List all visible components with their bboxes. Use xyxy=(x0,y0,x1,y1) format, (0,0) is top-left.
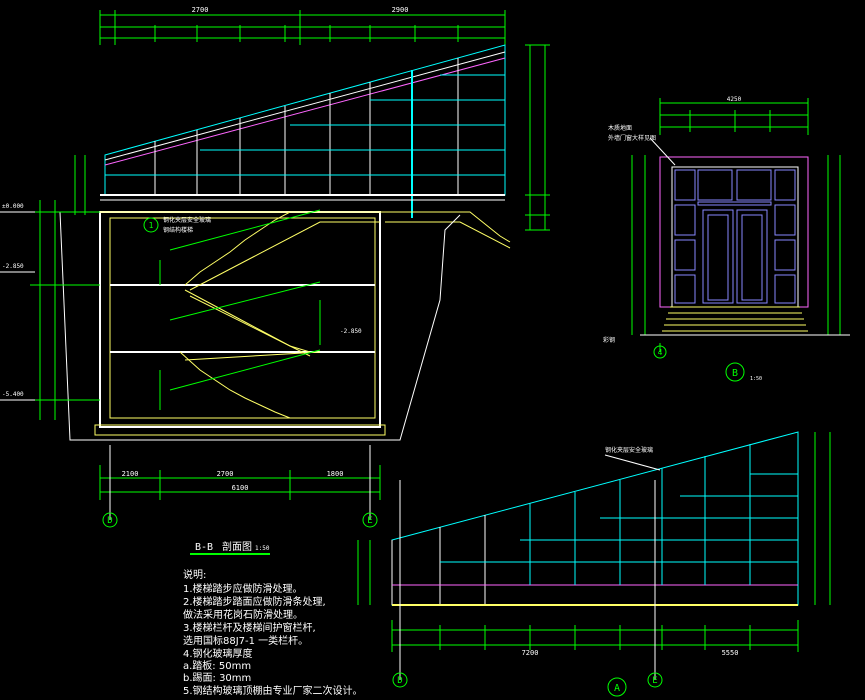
callout-1-circle xyxy=(143,217,159,233)
dim-bottom-b: 2700 xyxy=(217,470,234,478)
dim-bottom-c: 1800 xyxy=(327,470,344,478)
roof-label: 彩钢 xyxy=(603,336,615,344)
elevation-a-glass-grid xyxy=(440,444,798,585)
stair-callout-text: 钢结构楼梯 xyxy=(163,226,193,234)
glass-roof xyxy=(100,44,506,218)
elev-b-scale: 1:50 xyxy=(750,376,762,382)
elev-b-bubble xyxy=(725,362,745,382)
notes-line-5: 选用国标88J7-1 一类栏杆。 xyxy=(183,634,308,647)
notes-heading: 说明: xyxy=(183,568,206,581)
axis-d-bubble-a xyxy=(392,672,408,688)
design-notes: 说明: 1.楼梯踏步应做防滑处理。 2.楼梯踏步踏面应做防滑条处理, 做法采用花… xyxy=(183,568,363,697)
elevation-b: 4250 木质地面 外 xyxy=(603,96,850,382)
notes-line-9: 5.钢结构玻璃顶棚由专业厂家二次设计。 xyxy=(183,684,363,697)
level-ground: ±0.000 xyxy=(2,203,24,210)
floor-level-mark: -2.850 xyxy=(340,328,362,335)
axis-d-label-a: D xyxy=(397,676,402,686)
notes-line-7: a.踏板: 50mm xyxy=(183,659,251,672)
elev-a-callout-leader xyxy=(604,454,661,471)
axis-e-bubble xyxy=(362,512,378,528)
dim-top-left: 2700 xyxy=(192,6,209,14)
axis-d-label: D xyxy=(107,516,112,526)
callout-1-label: 1 xyxy=(149,221,154,230)
section-scale: 1:50 xyxy=(255,545,270,552)
notes-line-1: 1.楼梯踏步应做防滑处理。 xyxy=(183,582,303,595)
callout-4-label: 4 xyxy=(658,348,663,357)
door-callout-leader xyxy=(649,137,676,166)
stair-railings xyxy=(159,209,321,410)
elevation-b-steps xyxy=(662,306,808,332)
elev-b-top-dim: 4250 xyxy=(727,96,742,103)
elevation-a-mullions xyxy=(391,515,486,605)
axis-e-label: E xyxy=(367,516,372,526)
left-dimension-lines xyxy=(0,155,100,420)
elev-a-label: A xyxy=(614,683,620,694)
level-floor: -2.850 xyxy=(2,263,24,270)
door-callout-1: 木质地面 xyxy=(608,124,632,132)
elevation-a: 7200 5550 钢化夹层安全玻璃 D E A xyxy=(357,431,831,697)
elev-a-right-dim: 5550 xyxy=(722,649,739,657)
stair-flights xyxy=(179,211,511,419)
elevation-b-glass-grid xyxy=(674,169,796,304)
callout-4-circle xyxy=(653,345,667,359)
bottom-dimension-lines xyxy=(99,445,381,520)
elevation-a-frame xyxy=(392,584,798,606)
notes-line-8: b.踢面: 30mm xyxy=(183,672,251,684)
level-bottom: -5.400 xyxy=(2,391,24,398)
section-title-cn: 剖面图 xyxy=(222,540,252,553)
glass-callout-text: 钢化夹层安全玻璃 xyxy=(163,216,211,224)
dim-bottom-a: 2100 xyxy=(122,470,139,478)
axis-e-bubble-a xyxy=(647,672,663,688)
stair-shaft xyxy=(94,199,505,436)
dim-top-right: 2900 xyxy=(392,6,409,14)
notes-line-3: 做法采用花岗石防滑处理。 xyxy=(183,608,303,621)
notes-line-6: 4.钢化玻璃厚度 xyxy=(183,647,253,660)
axis-d-bubble xyxy=(102,512,118,528)
elev-a-total-dim: 7200 xyxy=(522,649,539,657)
elevation-b-dimensions xyxy=(631,98,841,335)
axis-e-label-a: E xyxy=(652,676,657,686)
notes-line-4: 3.楼梯栏杆及楼梯间护窗栏杆, xyxy=(183,621,316,634)
elev-a-roof-callout: 钢化夹层安全玻璃 xyxy=(605,446,653,454)
top-dimension-lines xyxy=(99,10,506,45)
section-title: B-B xyxy=(195,542,213,553)
door-callout-2: 外墙门窗大样见图 xyxy=(608,134,656,142)
dim-bottom-total: 6100 xyxy=(232,484,249,492)
elev-a-bubble xyxy=(607,677,627,697)
section-bb: 2700 2900 xyxy=(0,6,550,528)
notes-line-2: 2.楼梯踏步踏面应做防滑条处理, xyxy=(183,595,326,608)
elev-b-label: B xyxy=(732,368,738,379)
roof-right-dimension xyxy=(525,44,550,231)
retaining-wall xyxy=(59,211,461,441)
elevation-a-dimensions xyxy=(357,432,831,680)
